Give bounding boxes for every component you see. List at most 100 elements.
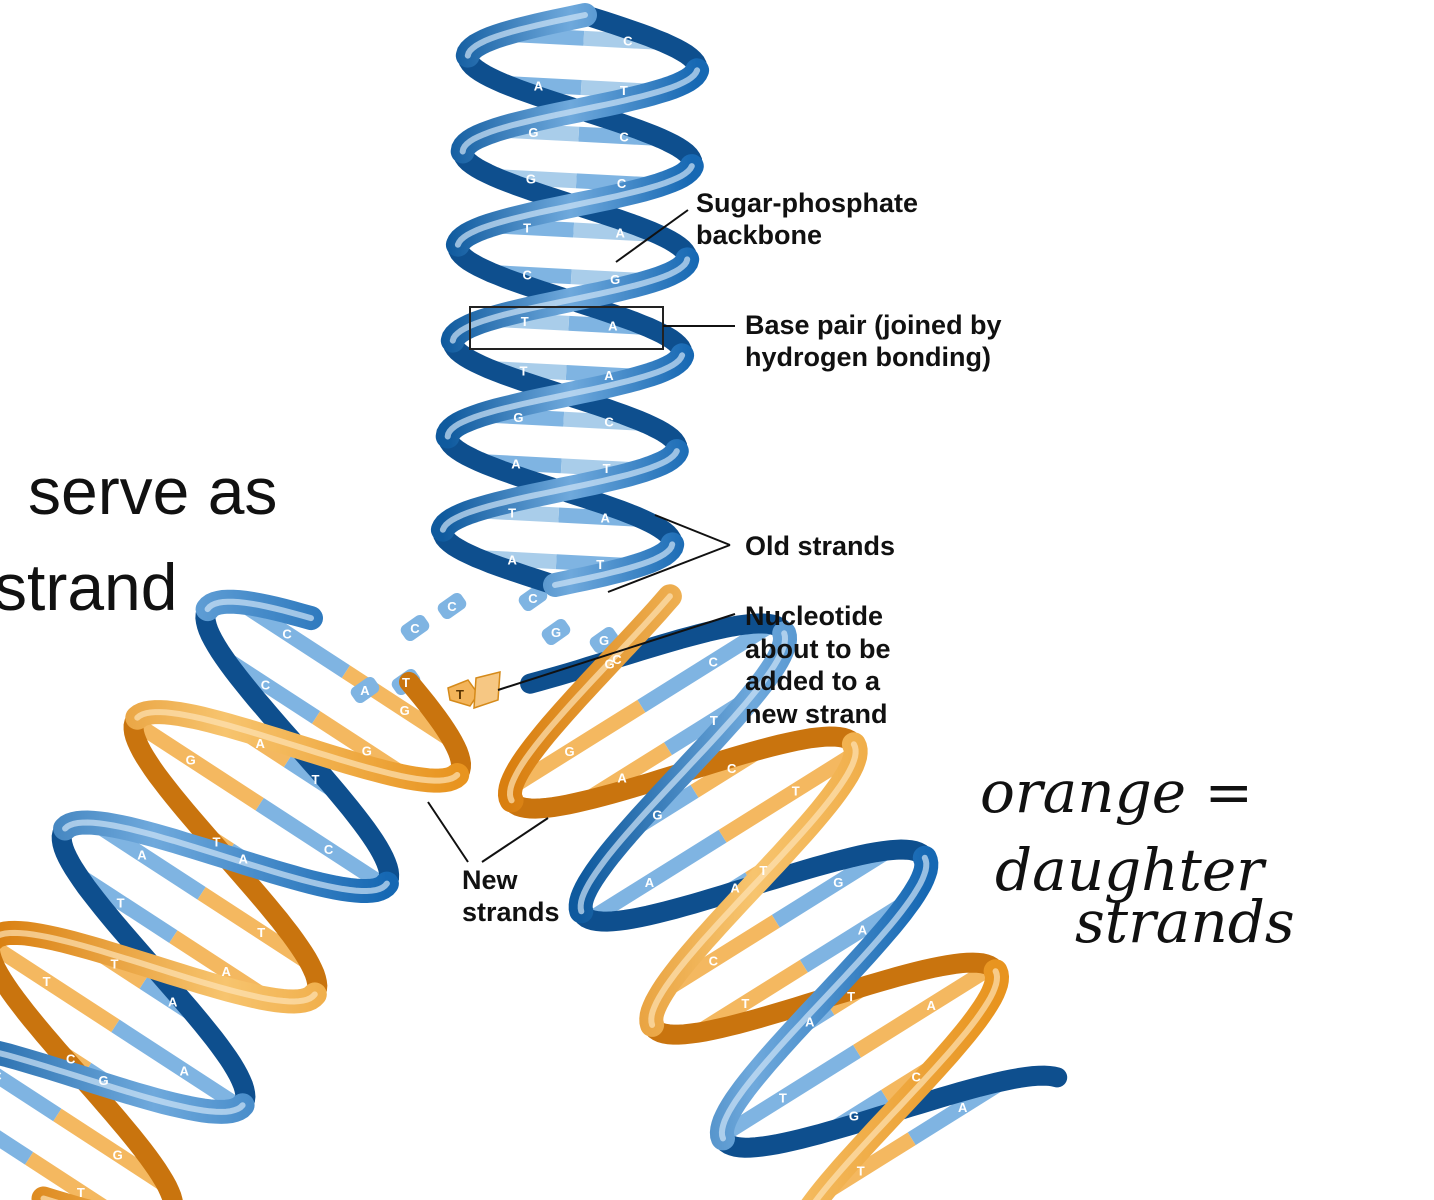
fork-unpaired-base (350, 676, 380, 704)
right-daughter-helix-base-letter: C (709, 953, 719, 968)
label-nucleotide: Nucleotide about to be added to a new st… (745, 601, 898, 729)
right-daughter-helix-base-letter: C (709, 654, 719, 669)
handwritten-note-line-2: daughter (995, 836, 1267, 904)
slide-text-line-1: serve as (28, 454, 278, 528)
fork-unpaired-base-letter: C (410, 621, 420, 636)
slide-text-line-2: strand (0, 550, 178, 624)
left-daughter-helix-base-letter: T (117, 895, 125, 910)
parent-helix-base-letter: T (508, 506, 516, 521)
new-strands-leader-right (481, 817, 549, 863)
left-daughter-helix-base-letter: A (238, 852, 248, 867)
right-daughter-helix-rung-right (506, 699, 646, 795)
fork-unpaired-base (589, 626, 619, 654)
right-daughter-helix-base-letter: T (792, 783, 800, 798)
left-daughter-helix-rung-left (111, 1019, 245, 1114)
label-nucleotide-line-2: about to be (745, 634, 890, 664)
parent-helix-base-letter: C (623, 34, 633, 49)
right-daughter-helix-base-letter: A (958, 1100, 968, 1115)
parent-helix-base-letter: T (620, 83, 628, 98)
parent-helix-base-letter: T (603, 461, 611, 476)
left-daughter-helix-base-letter: A (179, 1064, 189, 1079)
left-daughter-helix-rung-left (255, 797, 390, 893)
fork-unpaired-base-letter: C (447, 599, 457, 614)
left-daughter-helix-base-letter: T (213, 834, 221, 849)
left-daughter-helix-rung-left (0, 1130, 34, 1165)
right-daughter-helix-base-letter: G (833, 875, 843, 890)
parent-helix-base-letter: A (608, 319, 618, 334)
parent-helix-base-letter: A (534, 78, 544, 93)
fork-unpaired-base-letter: G (599, 633, 609, 648)
parent-helix-base-letter: T (596, 557, 604, 572)
right-daughter-helix-base-letter: G (652, 807, 662, 822)
left-daughter-helix-base-letter: G (98, 1073, 108, 1088)
left-daughter-helix-base-letter: T (111, 957, 119, 972)
sugar-phosphate-backbones (0, 3, 1068, 1200)
right-daughter-helix-base-letter: T (710, 713, 718, 728)
handwritten-note-line-1: orange = (980, 758, 1253, 826)
right-daughter-helix-base-letter: T (857, 1164, 865, 1179)
fork-unpaired-base-letter: C (528, 591, 538, 606)
right-daughter-helix-base-letter: T (847, 989, 855, 1004)
label-nucleotide-line-1: Nucleotide (745, 601, 883, 631)
right-daughter-helix-base-letter: G (605, 657, 615, 672)
right-daughter-helix-base-letter: C (912, 1070, 922, 1085)
free-nucleotide-base: T (456, 687, 464, 702)
left-daughter-helix-rung-right (0, 941, 120, 1033)
label-base-pair-line-2: hydrogen bonding) (745, 342, 991, 372)
right-daughter-helix-base-letter: G (849, 1109, 859, 1124)
backbone-leader (615, 209, 689, 263)
right-daughter-helix-base-letter: A (645, 875, 655, 890)
label-new-strands-line-2: strands (462, 897, 560, 927)
label-sugar-phosphate-backbone: Sugar-phosphate backbone (696, 188, 926, 250)
label-base-pair: Base pair (joined by hydrogen bonding) (745, 310, 1009, 372)
handwritten-note-line-3: strands (1075, 888, 1295, 956)
old-strands-leader-bottom (607, 544, 731, 593)
right-daughter-helix-rung-left (585, 829, 727, 926)
left-daughter-helix-base-letter: G (362, 743, 372, 758)
parent-helix-base-letter: A (604, 368, 614, 383)
fork-unpaired-base (541, 618, 571, 646)
right-daughter-helix-base-letter: C (612, 652, 622, 667)
parent-helix-base-letter: T (523, 221, 531, 236)
label-base-pair-line-1: Base pair (joined by (745, 310, 1002, 340)
right-daughter-helix-rung-left (718, 1044, 862, 1142)
parent-helix-base-letter: A (511, 456, 521, 471)
label-new-strands-line-1: New (462, 865, 519, 895)
left-daughter-helix-strand-highlight (0, 709, 461, 1200)
parent-helix-base-letter: C (523, 267, 533, 282)
free-nucleotide: T (447, 671, 501, 710)
parent-helix-base-letter: A (508, 552, 518, 567)
fork-unpaired-base-letter: T (402, 675, 410, 690)
parent-helix-base-letter: A (601, 510, 611, 525)
left-daughter-helix-rung-right (130, 716, 264, 811)
leader-lines (427, 209, 736, 863)
left-daughter-helix-base-letter: A (137, 848, 147, 863)
parent-helix-base-letter: C (617, 176, 627, 191)
left-daughter-helix-base-letter: G (400, 703, 410, 718)
left-daughter-helix-base-letter: T (43, 974, 51, 989)
parent-helix-strand-highlight (444, 12, 695, 588)
label-backbone-line-2: backbone (696, 220, 822, 250)
right-daughter-helix-rung-left (637, 618, 776, 713)
right-daughter-helix-strand-highlight (577, 630, 930, 1142)
parent-helix-base-letter: C (604, 415, 614, 430)
left-daughter-helix-base-letter: G (113, 1147, 123, 1162)
left-daughter-helix-base-letter: C (324, 842, 334, 857)
left-daughter-helix-base-letter: C (0, 1069, 2, 1084)
left-daughter-helix-base-letter: T (77, 1185, 85, 1200)
fork-unpaired-base (400, 614, 430, 642)
left-daughter-helix-rung-right (25, 1152, 107, 1200)
right-daughter-helix-base-letter: G (564, 744, 574, 759)
left-daughter-helix-base-letter: C (261, 677, 271, 692)
fork-unpaired-base (518, 584, 548, 612)
left-daughter-helix-rung-left (0, 1068, 62, 1122)
right-daughter-helix-base-letter: A (730, 881, 740, 896)
parent-helix-base-letter: T (519, 363, 527, 378)
right-daughter-helix-base-letter: T (759, 863, 767, 878)
parent-helix-base-letter: G (610, 272, 620, 287)
left-daughter-helix-base-letter: A (256, 736, 266, 751)
left-daughter-helix-base-letter: C (66, 1051, 76, 1066)
right-daughter-helix-rung-right (718, 746, 860, 843)
